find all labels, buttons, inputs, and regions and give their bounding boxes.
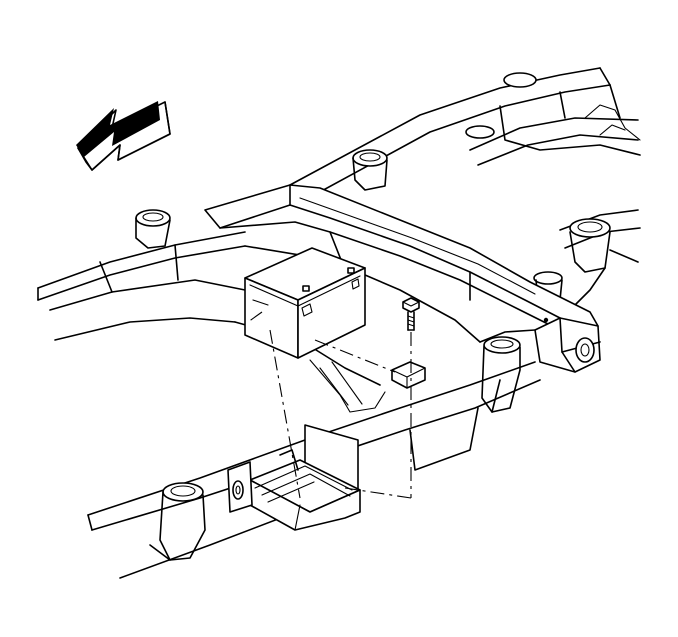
retainer-bracket bbox=[391, 361, 426, 389]
rear-frame-section bbox=[289, 67, 641, 306]
alignment-lines bbox=[247, 311, 412, 499]
frame-rails bbox=[37, 209, 541, 579]
battery bbox=[244, 247, 366, 359]
crossmember bbox=[204, 184, 601, 373]
battery-tray bbox=[227, 424, 361, 531]
bolt bbox=[402, 297, 420, 331]
direction-arrow-icon bbox=[76, 101, 171, 171]
